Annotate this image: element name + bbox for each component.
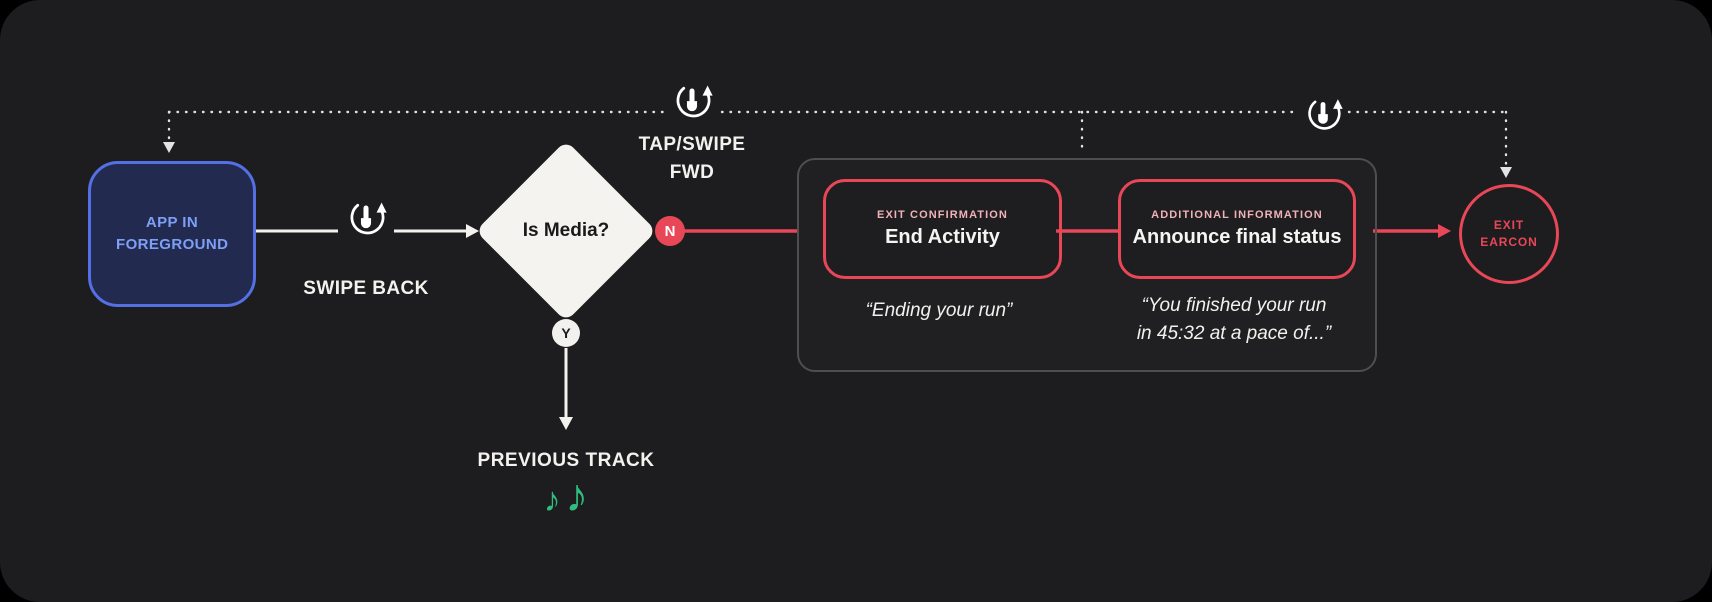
exit-sequence-group (797, 158, 1377, 372)
arrowhead-into-earcon-circle (1438, 224, 1451, 238)
music-notes-icon: ♪ ♪ (486, 468, 646, 522)
arrowhead-down-previous-track (559, 417, 573, 430)
music-note-large-icon: ♪ (565, 469, 589, 521)
additional-information-quote-line1: “You finished your run (1141, 295, 1327, 316)
exit-earcon-label-line1: EXIT (1493, 218, 1525, 233)
swipe-back-gesture-icon (343, 196, 389, 242)
tap-swipe-fwd-gesture-icon-right (1300, 92, 1346, 138)
arrowhead-into-app (163, 142, 175, 153)
arrowhead-into-earcon (1500, 167, 1512, 178)
exit-confirmation-title: End Activity (885, 226, 1000, 248)
tap-swipe-fwd-label-line1: TAP/SWIPE (638, 134, 746, 155)
tap-swipe-fwd-label-line2: FWD (669, 162, 715, 183)
tap-swipe-fwd-gesture-icon (669, 79, 715, 125)
node-app-in-foreground: APP IN FOREGROUND (88, 161, 256, 307)
arrowhead-into-diamond (466, 224, 479, 238)
exit-earcon-label-line2: EARCON (1480, 235, 1538, 249)
decision-label: Is Media? (522, 220, 610, 241)
exit-confirmation-quote: “Ending your run” (865, 300, 1013, 321)
no-branch-badge: N (655, 216, 685, 246)
node-exit-earcon: EXIT EARCON (1459, 184, 1559, 284)
previous-track-label: PREVIOUS TRACK (477, 450, 655, 471)
additional-information-tag: ADDITIONAL INFORMATION (1151, 209, 1323, 221)
app-in-foreground-label: APP IN FOREGROUND (116, 213, 229, 254)
additional-information-quote-line2: in 45:32 at a pace of...” (1136, 322, 1332, 344)
swipe-back-label: SWIPE BACK (303, 278, 429, 299)
additional-information-quote: “You finished your run in 45:32 at a pac… (1104, 292, 1364, 347)
yes-branch-badge: Y (552, 319, 580, 347)
music-note-small-icon: ♪ (543, 481, 561, 519)
node-exit-confirmation: EXIT CONFIRMATION End Activity (823, 179, 1062, 279)
exit-confirmation-tag: EXIT CONFIRMATION (877, 209, 1008, 221)
additional-information-title: Announce final status (1132, 226, 1342, 248)
node-additional-information: ADDITIONAL INFORMATION Announce final st… (1118, 179, 1356, 279)
